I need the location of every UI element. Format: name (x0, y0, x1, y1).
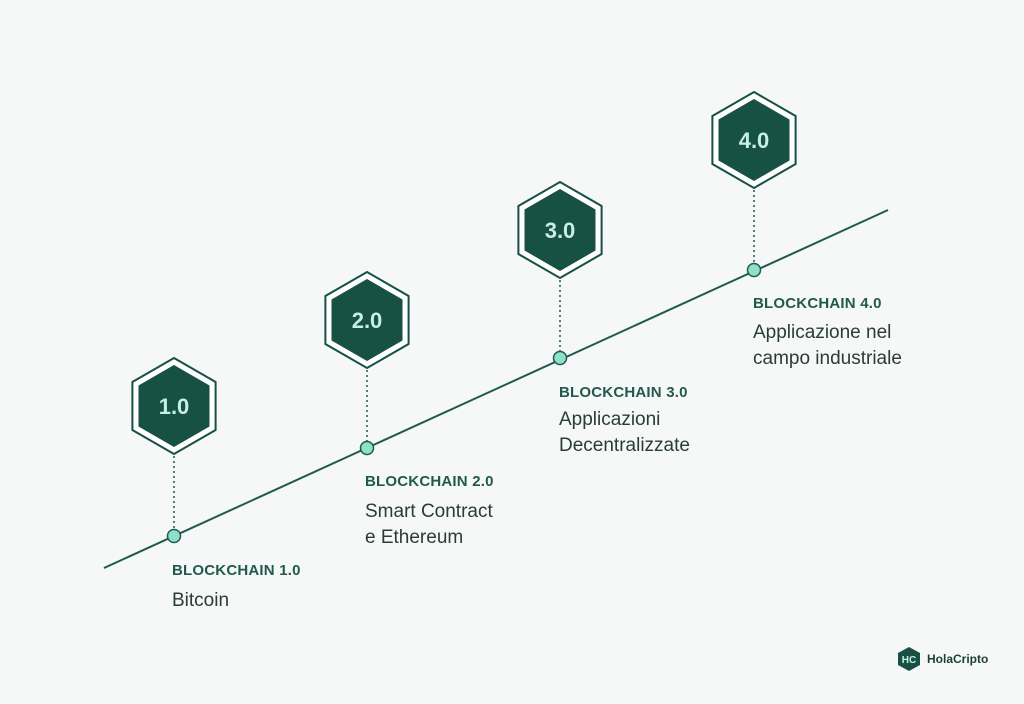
stage-2-version-label: 2.0 (352, 308, 383, 333)
brand-logo: HC HolaCripto (897, 646, 988, 672)
stage-1-node (166, 528, 182, 544)
holacripto-hexagon-logo-icon: HC (898, 647, 920, 671)
stage-3-node (552, 350, 568, 366)
stage-3-description: Applicazioni Decentralizzate (559, 409, 690, 456)
stage-1-hexagon (138, 365, 210, 447)
stage-2-description: Smart Contract e Ethereum (365, 501, 493, 548)
svg-text:HC: HC (902, 655, 916, 666)
timeline-line (103, 209, 889, 569)
stage-1-title: BLOCKCHAIN 1.0 (172, 562, 301, 579)
stage-2-title: BLOCKCHAIN 2.0 (365, 473, 494, 490)
stage-4-hexagon (718, 99, 790, 181)
stage-4-version-label: 4.0 (739, 128, 770, 153)
stage-3-version-label: 3.0 (545, 218, 576, 243)
stage-2-hexagon (331, 279, 403, 361)
stage-3-title: BLOCKCHAIN 3.0 (559, 384, 688, 401)
stage-2-node (359, 440, 375, 456)
stage-4-node (746, 262, 762, 278)
stage-1-description: Bitcoin (172, 590, 230, 611)
stage-4-description: Applicazione nel campo industriale (753, 322, 902, 369)
stage-1-version-label: 1.0 (159, 394, 190, 419)
stage-3-hexagon (524, 189, 596, 271)
brand-name: HolaCripto (927, 652, 989, 666)
stage-4-title: BLOCKCHAIN 4.0 (753, 295, 882, 312)
